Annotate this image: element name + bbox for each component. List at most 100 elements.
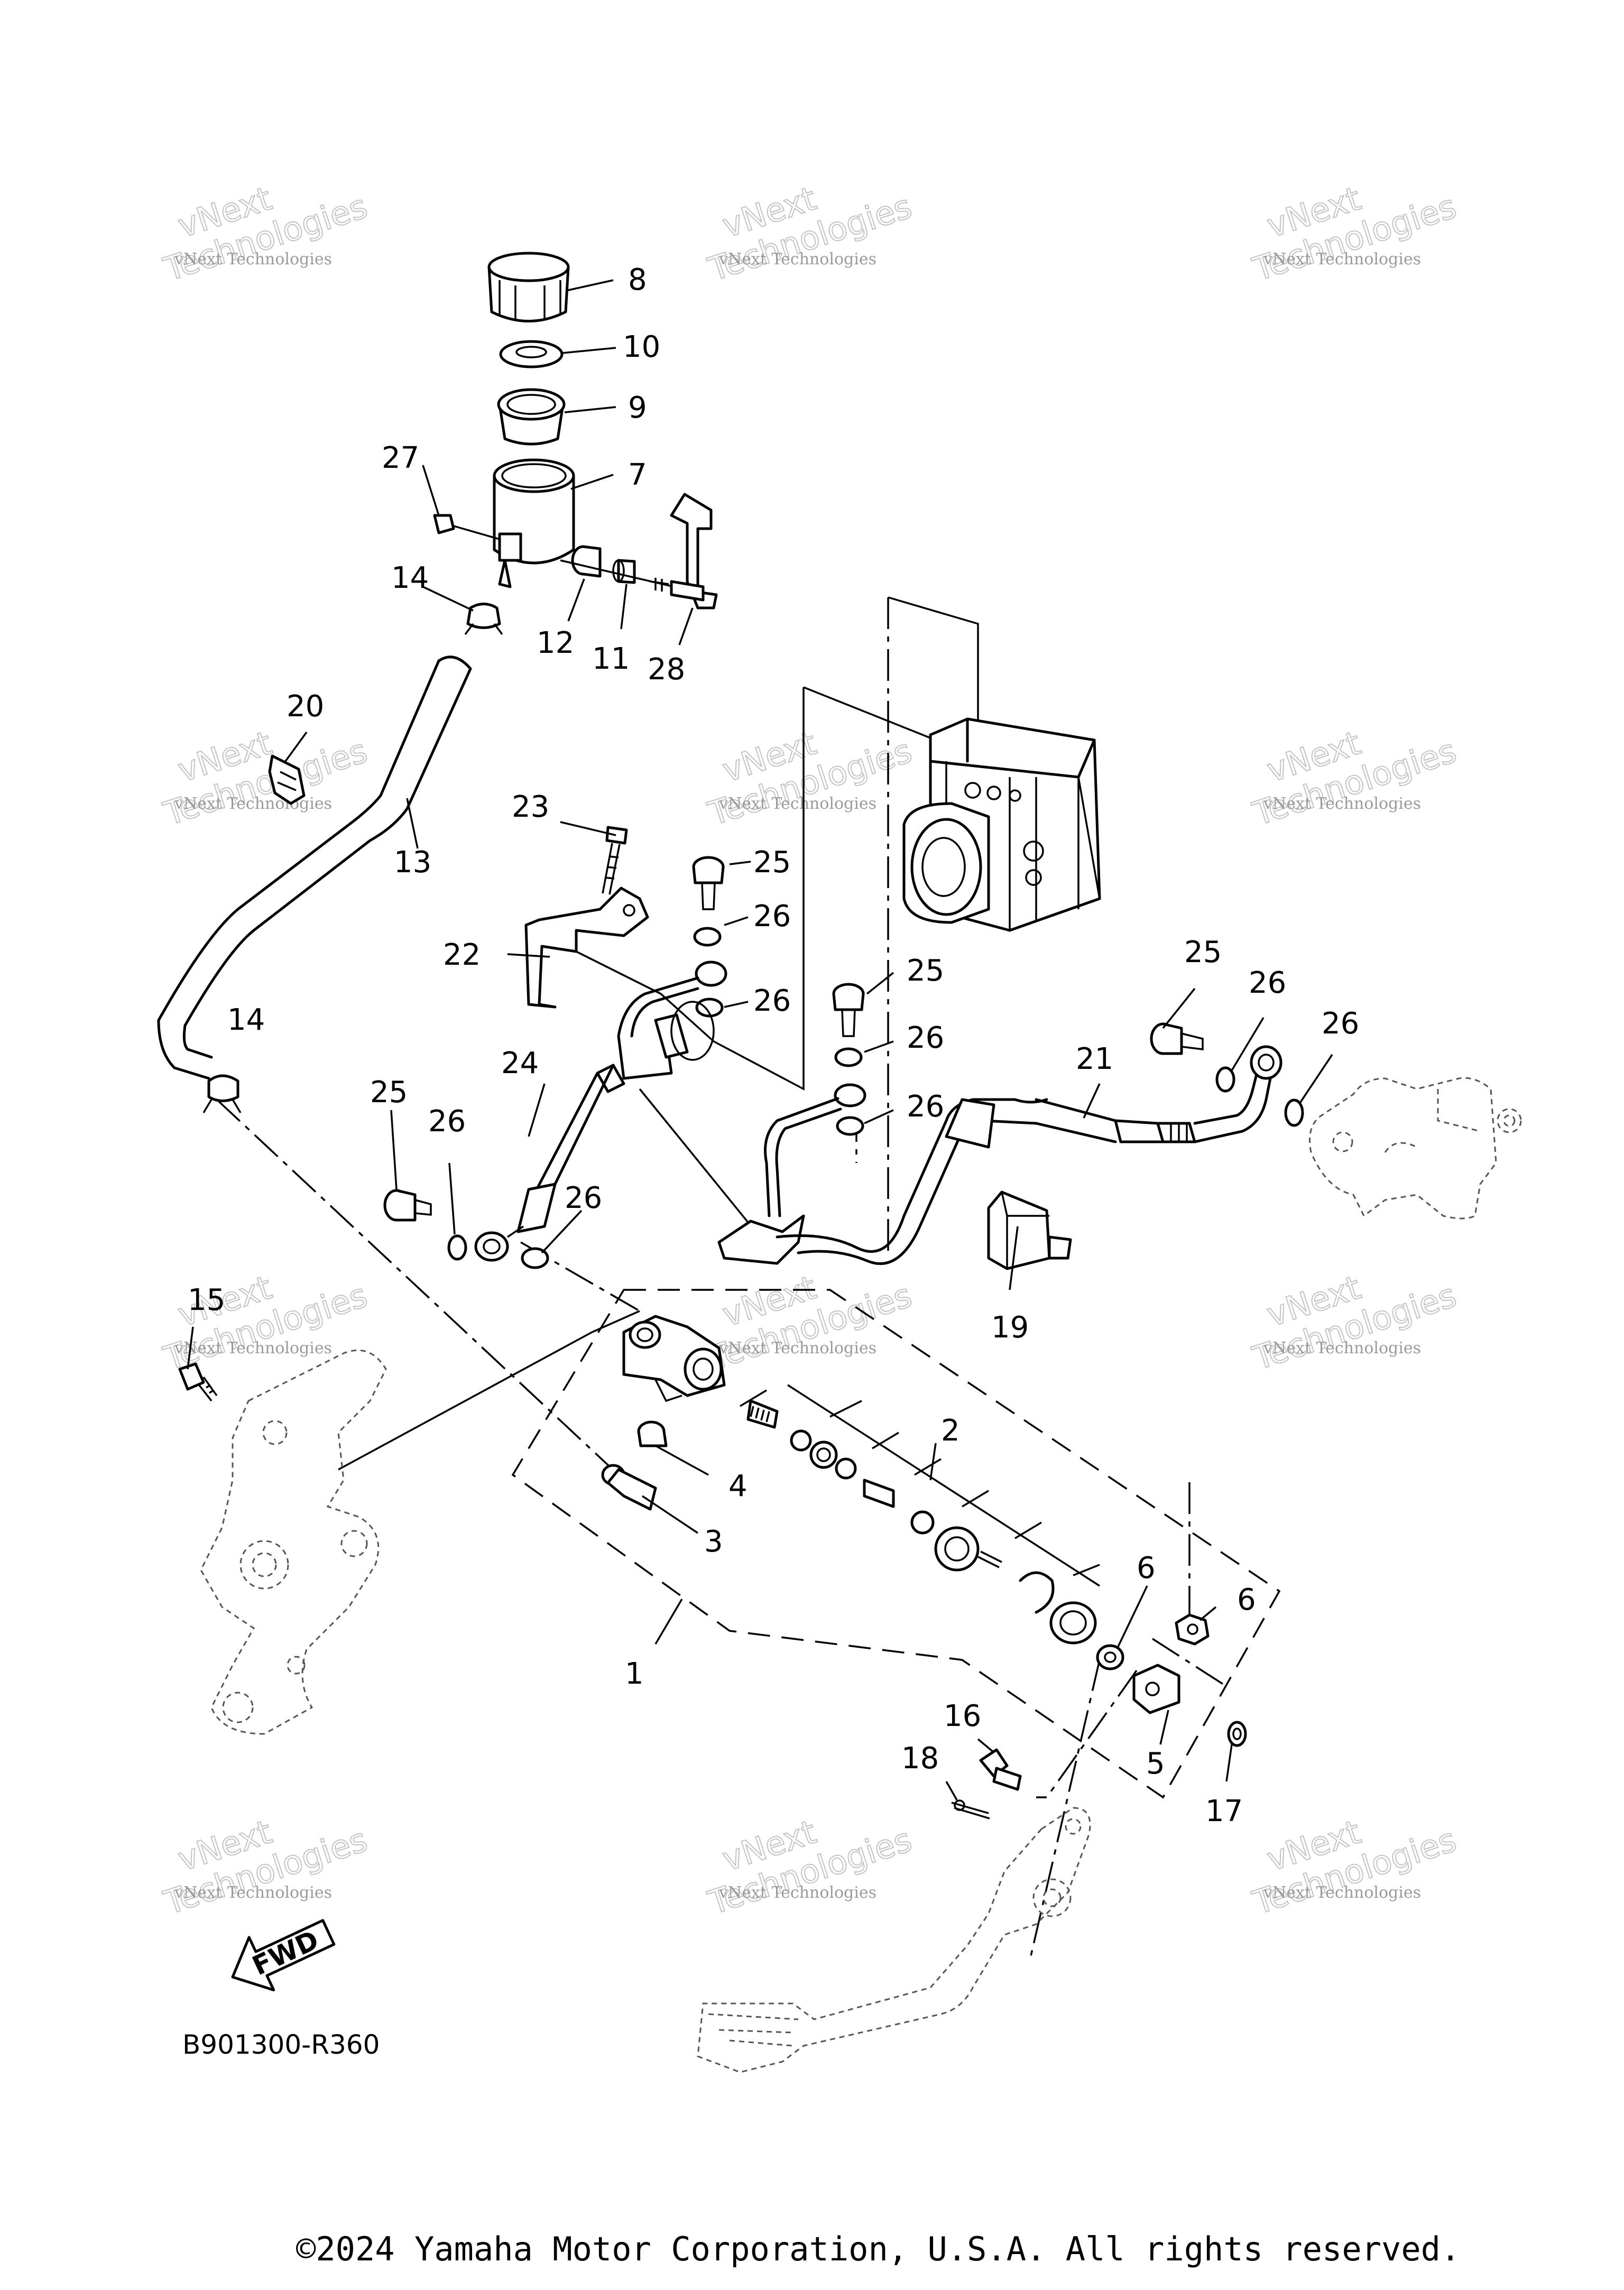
rear-brake-caliper [1309,1077,1522,1220]
watermark: vNext Technologies vNext Technologies [703,1267,917,1378]
svg-text:vNext Technologies: vNext Technologies [1263,1883,1421,1902]
svg-text:vNext Technologies: vNext Technologies [718,795,876,813]
watermark: vNext Technologies vNext Technologies [1248,1812,1461,1923]
callout-27: 27 [382,441,419,475]
union-bolt-left [383,1189,432,1222]
damper [612,559,636,584]
diaphragm-plate [499,340,564,368]
callout-20: 20 [287,689,324,724]
callout-26: 26 [1322,1007,1359,1041]
union-bolt-middle [832,983,865,1037]
callout-7: 7 [628,458,647,492]
union-bolt-right [1150,1022,1204,1055]
watermark: vNext Technologies vNext Technologies [1248,1267,1461,1378]
mounting-bolt [178,1362,218,1402]
callout-21: 21 [1076,1042,1113,1076]
callout-26: 26 [565,1181,602,1215]
callout-26: 26 [428,1104,466,1139]
washer-17 [1227,1721,1247,1747]
callout-14: 14 [391,561,429,595]
callout-9: 9 [628,391,647,425]
callout-28: 28 [648,652,685,687]
washer-left-1 [447,1234,467,1261]
svg-text:vNext Technologies: vNext Technologies [174,1339,332,1358]
bracket-bolt [602,826,628,895]
diagram-code: B901300-R360 [182,2029,380,2060]
callout-18: 18 [901,1741,939,1776]
callout-26: 26 [753,899,791,934]
callout-1: 1 [625,1657,644,1691]
callout-26: 26 [1249,966,1286,1000]
callouts: 8 10 9 7 27 14 12 11 28 20 13 23 22 24 2… [188,263,1359,1829]
washer-right-1 [1215,1066,1235,1093]
washer-middle-2 [836,1116,864,1136]
watermark: vNext Technologies vNext Technologies [159,178,372,289]
callout-10: 10 [623,330,660,364]
brake-pedal [697,1807,1091,2073]
nut-1 [1096,1644,1124,1670]
callout-23: 23 [512,790,549,824]
nut-2 [1175,1613,1210,1646]
reservoir-hose [157,655,472,1080]
svg-text:vNext Technologies: vNext Technologies [718,250,876,269]
hose-fitting [637,1420,668,1447]
callout-8: 8 [628,263,647,297]
svg-text:vNext Technologies: vNext Technologies [1263,1339,1421,1358]
callout-11: 11 [592,642,630,676]
watermark: vNext Technologies vNext Technologies [1248,178,1461,289]
leader-lines [187,279,1333,1800]
watermark: vNext Technologies vNext Technologies [1248,723,1461,834]
reservoir-diaphragm [497,388,566,446]
callout-24: 24 [501,1046,539,1081]
watermark: vNext Technologies vNext Technologies [159,723,372,834]
svg-text:vNext Technologies: vNext Technologies [718,1883,876,1902]
washer-right-2 [1284,1098,1304,1127]
washer-upper-1 [693,927,722,947]
footrest-bracket [200,1349,387,1735]
callout-26: 26 [907,1021,944,1055]
cotter-pin [951,1799,990,1820]
callout-4: 4 [728,1469,748,1503]
callout-25: 25 [1184,935,1222,969]
union-bolt-upper [692,856,725,910]
brake-hose-2 [717,1045,1282,1265]
washer-left-2 [521,1247,549,1269]
pin [979,1748,1022,1791]
callout-25: 25 [370,1075,408,1110]
abs-hydraulic-unit [902,717,1101,932]
clevis [1132,1664,1180,1714]
watermark: vNext Technologies vNext Technologies [703,178,917,289]
hose-clamp-top [464,603,503,635]
watermark: vNext Technologies vNext Technologies [159,1267,372,1378]
hose-joint [601,1464,657,1511]
callout-25: 25 [753,845,791,880]
collar [571,545,602,578]
callout-12: 12 [537,626,574,660]
callout-16: 16 [944,1699,981,1733]
fwd-arrow-icon: FWD [231,1919,336,1991]
callout-6: 6 [1137,1551,1156,1585]
hose-clamp-bottom [202,1074,242,1113]
callout-17: 17 [1205,1794,1243,1829]
callout-2: 2 [941,1414,960,1448]
brake-hose-1 [474,961,727,1262]
svg-text:vNext Technologies: vNext Technologies [174,250,332,269]
svg-text:vNext Technologies: vNext Technologies [174,1883,332,1902]
callout-13: 13 [394,845,431,880]
reservoir-tank [493,458,575,588]
callout-5: 5 [1146,1747,1165,1781]
master-cylinder-body [622,1315,726,1402]
callout-19: 19 [991,1310,1029,1345]
hose-bracket [524,887,649,1009]
callout-15: 15 [188,1283,225,1317]
washer-middle-1 [834,1047,863,1067]
reservoir-bolt [433,514,500,540]
watermark: vNext Technologies vNext Technologies [159,1812,372,1923]
copyright-notice: ©2024 Yamaha Motor Corporation, U.S.A. A… [296,2230,1461,2268]
callout-26: 26 [753,984,791,1018]
svg-text:vNext Technologies: vNext Technologies [1263,795,1421,813]
svg-text:vNext Technologies: vNext Technologies [718,1339,876,1358]
reservoir-cap [487,252,570,322]
push-rod-kit [740,1384,1100,1645]
